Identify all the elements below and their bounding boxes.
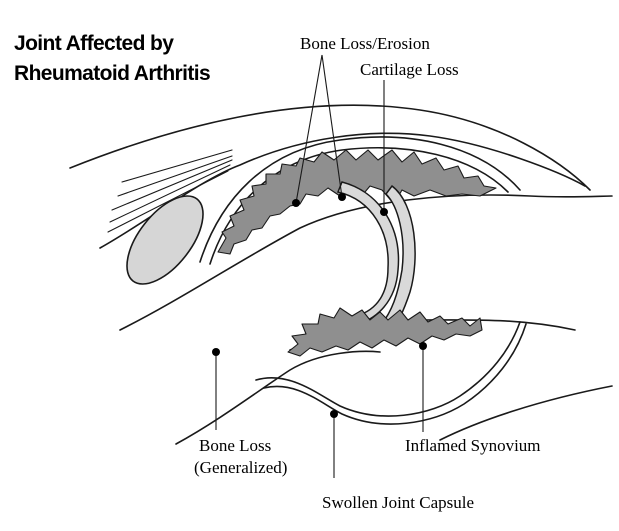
label-inflamed-synovium: Inflamed Synovium xyxy=(405,436,541,455)
leader-bone-erosion-left xyxy=(295,54,323,204)
articular-cartilage xyxy=(336,181,400,328)
tendon-fiber xyxy=(109,164,231,223)
label-cartilage-loss: Cartilage Loss xyxy=(360,60,459,79)
lower-capsule-inner xyxy=(263,323,527,425)
dot-cartilage-loss xyxy=(380,208,388,216)
dot-inflamed-synovium xyxy=(419,342,427,350)
lower-bone-outline xyxy=(175,350,381,445)
marker-dots xyxy=(212,193,427,418)
title-line-1: Joint Affected by xyxy=(14,32,174,55)
label-bone-loss: Bone Loss xyxy=(199,436,271,455)
dot-bone-erosion-2 xyxy=(338,193,346,201)
inflamed-synovium-upper xyxy=(217,149,497,255)
tendon-fiber xyxy=(117,155,233,197)
leader-lines xyxy=(215,54,424,478)
label-swollen-joint-capsule: Swollen Joint Capsule xyxy=(322,493,474,512)
dot-bone-erosion-1 xyxy=(292,199,300,207)
dot-joint-capsule xyxy=(330,410,338,418)
inflamed-synovium-lower xyxy=(287,307,483,357)
leader-bone-erosion-right xyxy=(321,54,343,198)
lower-capsule-outer xyxy=(255,321,521,417)
tendon-fiber xyxy=(121,149,233,183)
fat-pad xyxy=(126,195,204,285)
dot-bone-loss xyxy=(212,348,220,356)
label-bone-loss-erosion: Bone Loss/Erosion xyxy=(300,34,430,53)
tendon-fiber xyxy=(111,159,233,211)
label-generalized: (Generalized) xyxy=(194,458,287,477)
diagram-title: Joint Affected by Rheumatoid Arthritis xyxy=(14,32,211,85)
diagram-labels: Bone Loss/Erosion Cartilage Loss Bone Lo… xyxy=(194,34,541,512)
lower-bone-bottom xyxy=(439,385,613,441)
title-line-2: Rheumatoid Arthritis xyxy=(14,62,210,85)
upper-bone xyxy=(69,104,613,331)
upper-capsule-outer xyxy=(199,136,521,263)
